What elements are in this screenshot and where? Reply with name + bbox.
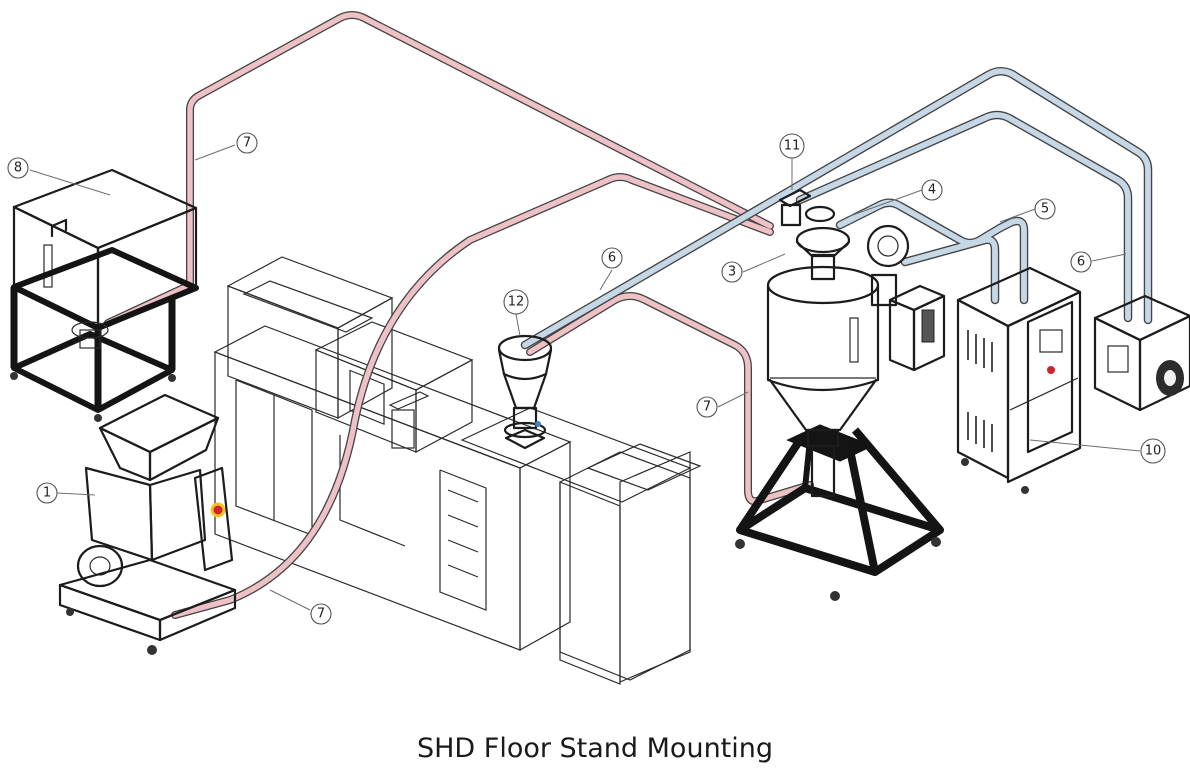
callout-10-label: 10 xyxy=(1145,444,1162,459)
callout-4-label: 4 xyxy=(928,183,936,198)
hopper-loader xyxy=(497,334,553,450)
callout-6-loader: 6 xyxy=(601,247,623,269)
injection-molding-machine xyxy=(213,256,702,685)
callout-8: 8 xyxy=(7,157,29,179)
callout-6-pump: 6 xyxy=(1070,251,1092,273)
callout-7-bin-label: 7 xyxy=(243,136,251,151)
material-bin-with-stand xyxy=(10,168,199,422)
callout-3-label: 3 xyxy=(728,265,736,280)
callout-4: 4 xyxy=(921,179,943,201)
material-conveying-lines xyxy=(104,11,814,619)
callout-12: 12 xyxy=(503,289,529,315)
callout-7-granulator: 7 xyxy=(310,603,332,625)
callout-1-label: 1 xyxy=(43,486,51,501)
drying-hopper-floor-stand xyxy=(735,224,946,601)
diagram-caption: SHD Floor Stand Mounting xyxy=(416,733,774,764)
callout-10: 10 xyxy=(1140,438,1166,464)
callout-7-hopper: 7 xyxy=(696,396,718,418)
callout-5-label: 5 xyxy=(1041,202,1049,217)
vacuum-receiver xyxy=(778,188,836,227)
callout-6-loader-label: 6 xyxy=(608,251,616,266)
callout-7-bin: 7 xyxy=(236,132,258,154)
callout-5: 5 xyxy=(1034,198,1056,220)
granulator xyxy=(58,393,237,655)
callout-leaders xyxy=(29,144,1141,611)
callout-12-label: 12 xyxy=(508,295,525,310)
callout-8-label: 8 xyxy=(14,161,22,176)
callout-7-granulator-label: 7 xyxy=(317,607,325,622)
callout-1: 1 xyxy=(36,482,58,504)
callout-7-hopper-label: 7 xyxy=(703,400,711,415)
callout-11-label: 11 xyxy=(784,139,801,154)
vacuum-pump-unit xyxy=(1093,294,1190,412)
callout-3: 3 xyxy=(721,261,743,283)
callout-6-pump-label: 6 xyxy=(1077,255,1085,270)
callout-11: 11 xyxy=(779,133,805,159)
dehumidifier-dryer xyxy=(956,266,1082,494)
